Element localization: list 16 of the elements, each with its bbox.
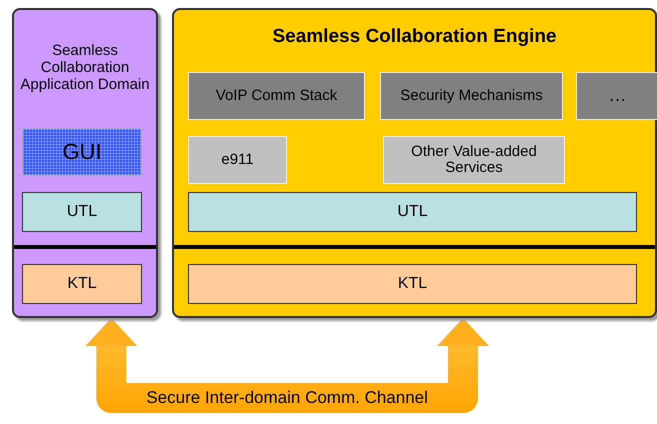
layer-box: UTL: [22, 192, 142, 232]
service-box: Other Value-added Services: [383, 136, 565, 184]
module-box: GUI: [22, 128, 142, 176]
layer-box: KTL: [22, 264, 142, 304]
module-box: VoIP Comm Stack: [188, 72, 365, 120]
domain-panel: [12, 8, 158, 318]
service-box: e911: [188, 136, 287, 184]
layer-box: UTL: [188, 192, 637, 232]
double-arrow: [85, 318, 489, 413]
panel-title: Seamless Collaboration Application Domain: [20, 42, 150, 93]
edge-label: Secure Inter-domain Comm. Channel: [146, 388, 428, 408]
layer-box: KTL: [188, 264, 637, 304]
engine-panel: [172, 8, 657, 318]
module-box: …: [576, 72, 657, 120]
module-box: Security Mechanisms: [380, 72, 563, 120]
panel-title: Seamless Collaboration Engine: [271, 26, 558, 48]
